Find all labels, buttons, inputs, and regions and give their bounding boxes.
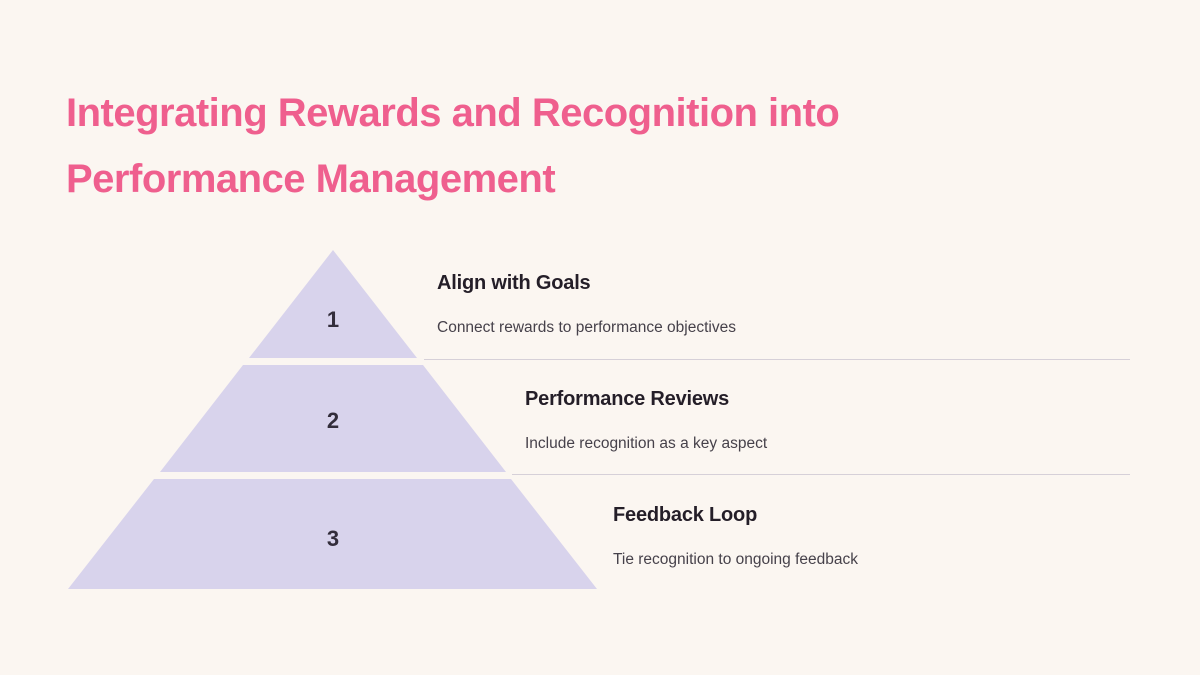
tier-3-heading: Feedback Loop	[613, 504, 758, 526]
tier-2-heading: Performance Reviews	[525, 388, 730, 410]
pyramid-tier-3-shape	[68, 479, 597, 589]
tier-2-number: 2	[326, 408, 340, 433]
tier-2-text-block: Performance Reviews Include recognition …	[525, 387, 767, 453]
tier-1-text-block: Align with Goals Connect rewards to perf…	[437, 271, 736, 337]
tier-2-description: Include recognition as a key aspect	[525, 435, 768, 452]
pyramid-tier-2-shape	[160, 365, 506, 472]
tier-1-heading: Align with Goals	[437, 272, 591, 294]
pyramid-tier-1-shape	[249, 250, 417, 358]
tier-1-number: 1	[326, 307, 340, 332]
slide-title-line-1: Integrating Rewards and Recognition into	[66, 91, 840, 135]
tier-3-number: 3	[326, 526, 340, 551]
tier-3-text-block: Feedback Loop Tie recognition to ongoing…	[613, 503, 858, 569]
tier-3-description: Tie recognition to ongoing feedback	[613, 551, 859, 568]
separator-line-1	[424, 359, 1130, 360]
slide-title: Integrating Rewards and Recognition into…	[66, 80, 996, 212]
tier-1-description: Connect rewards to performance objective…	[437, 319, 736, 336]
slide-title-line-2: Performance Management	[66, 157, 556, 201]
separator-line-2	[512, 474, 1130, 475]
